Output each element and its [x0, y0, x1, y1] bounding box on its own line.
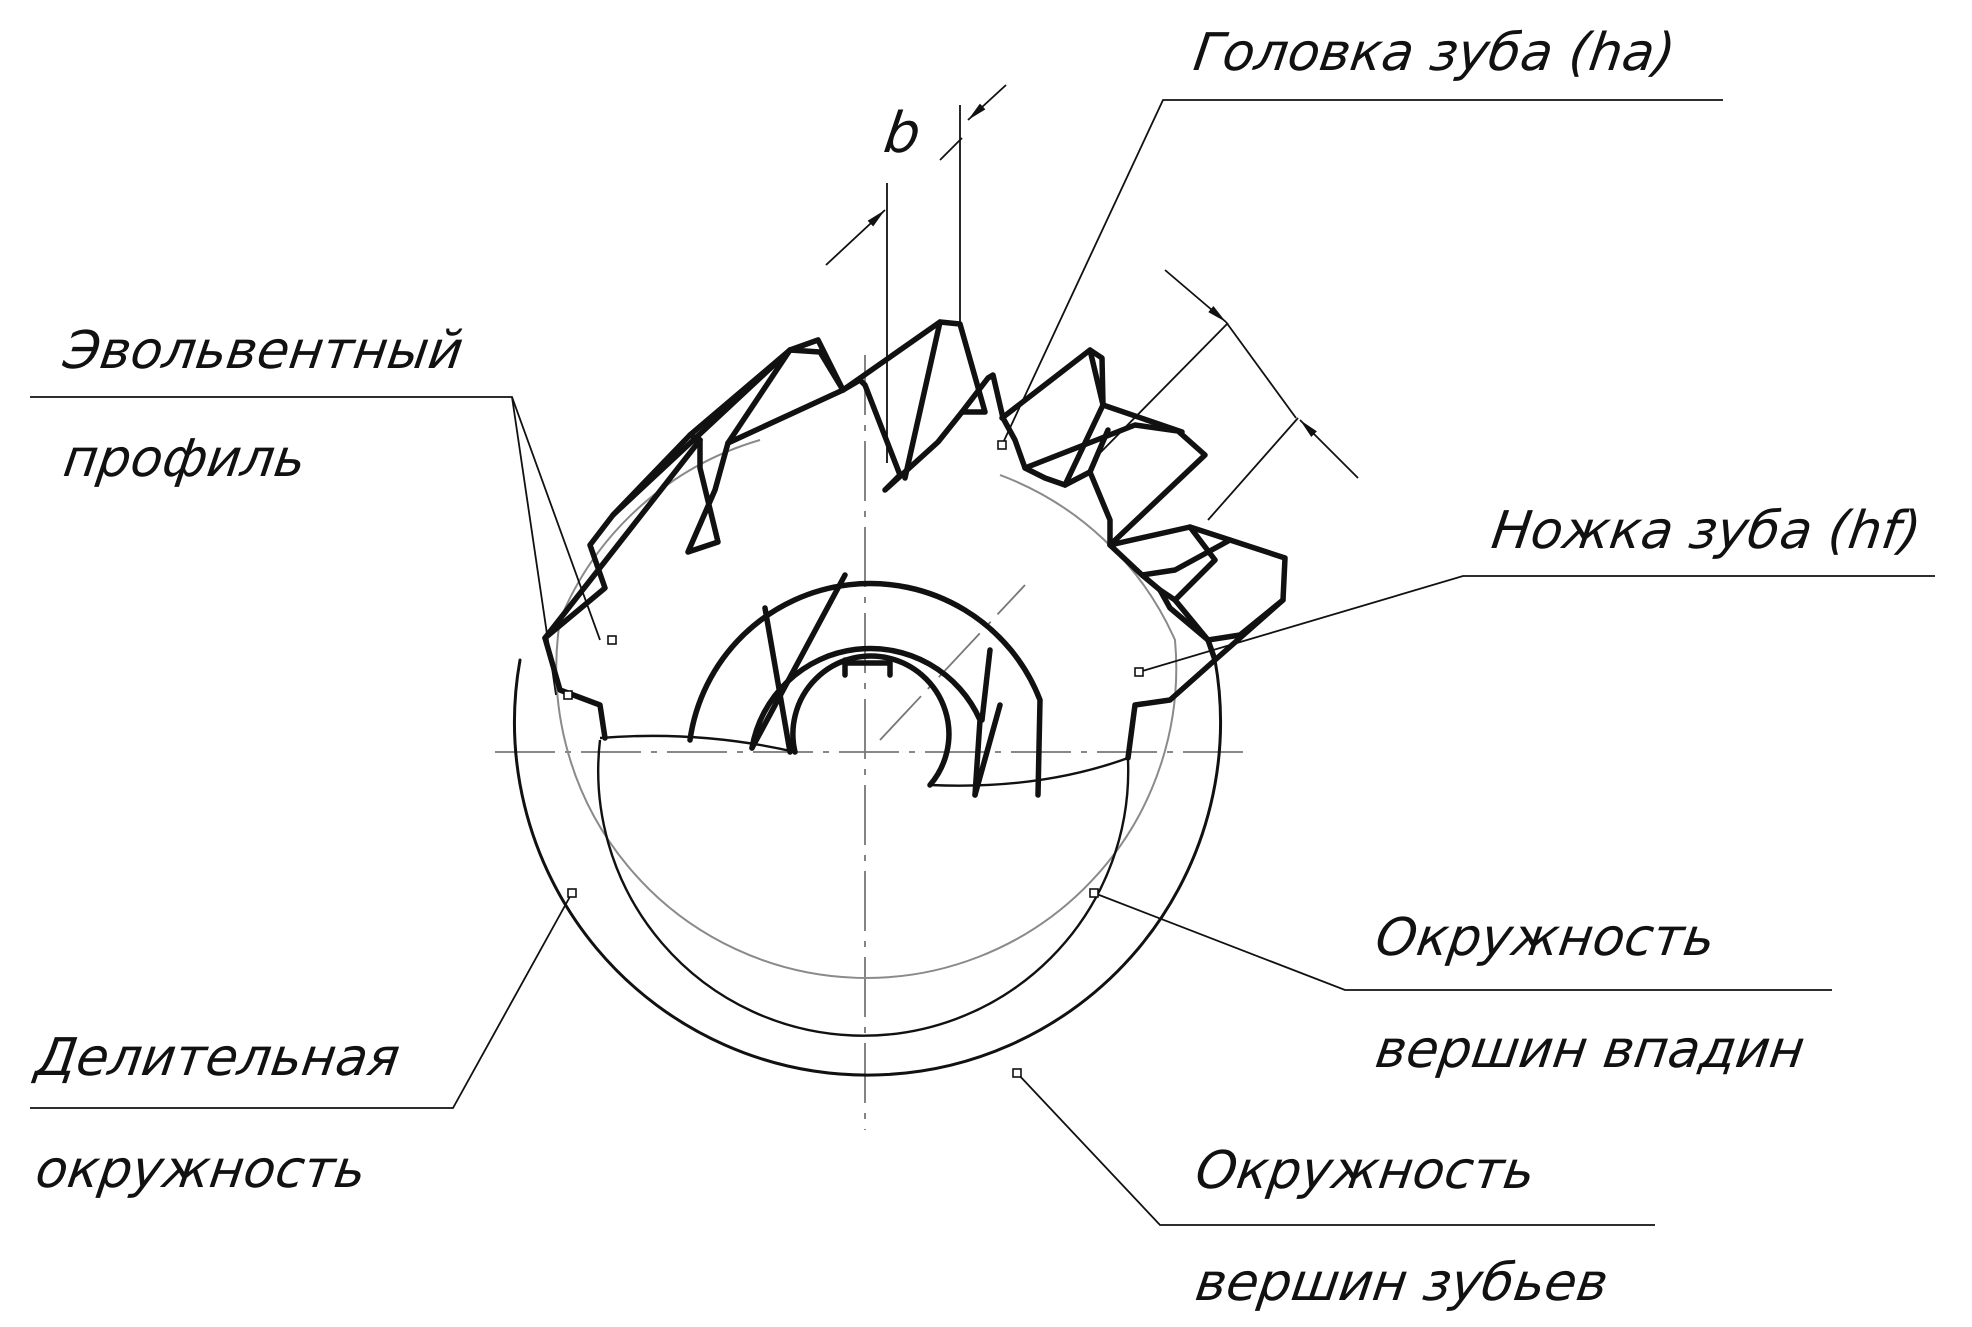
leader-lines [30, 99, 1935, 1226]
label-tooth-head: Головка зуба (ha) [1190, 23, 1679, 83]
label-tip-circle-line1: Окружность [1192, 1141, 1539, 1201]
label-dimension-b: b [880, 101, 925, 166]
label-involute-line1: Эвольвентный [59, 321, 467, 381]
label-root-circle-line2: вершин впадин [1372, 1020, 1808, 1080]
label-tip-circle-line2: вершин зубьев [1192, 1253, 1612, 1313]
gear-teeth-depth [542, 319, 1288, 663]
label-root-circle-line1: Окружность [1372, 908, 1719, 968]
diagonal-center-line [879, 584, 1026, 741]
label-involute-line2: профиль [60, 429, 309, 489]
leader-markers [563, 440, 1144, 1078]
tip-circle [513, 658, 1222, 1077]
dimension-b [825, 84, 1007, 463]
label-tooth-foot: Ножка зуба (hf) [1488, 501, 1925, 561]
gear-section-boundary [599, 734, 1129, 787]
root-circle [597, 739, 1130, 1037]
dimension-p [1097, 269, 1359, 521]
gear-hub [687, 572, 1043, 798]
label-pitch-circle-line2: окружность [32, 1140, 370, 1200]
pitch-circle [555, 439, 1178, 979]
label-pitch-circle-line1: Делительная [30, 1028, 403, 1088]
